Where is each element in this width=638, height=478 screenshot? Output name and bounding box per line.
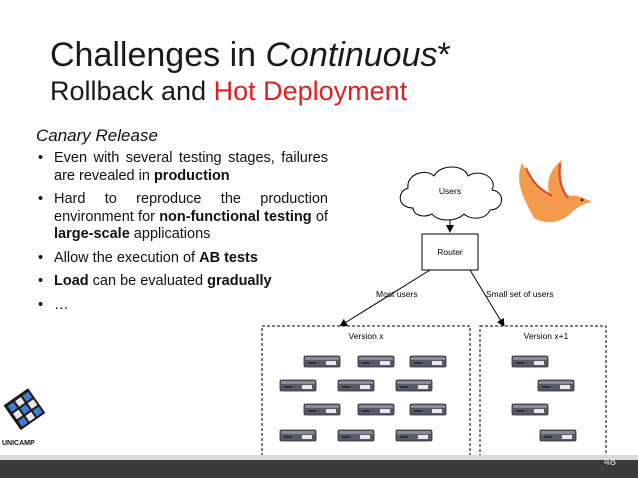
title-italic: Continuous (265, 36, 438, 74)
subtitle-normal: Rollback and (50, 76, 214, 106)
users-cloud: Users (399, 166, 502, 221)
unicamp-logo-text: UNICAMP (2, 440, 35, 447)
version-x-label: Version x (349, 331, 385, 341)
bullet-item: Hard to reproduce the production environ… (38, 191, 328, 244)
arrow-to-version-x (339, 269, 431, 327)
version-x1-label: Version x+1 (524, 331, 569, 341)
unicamp-logo-icon (4, 388, 46, 431)
users-label: Users (439, 186, 461, 196)
bullet-item: … (38, 297, 328, 315)
bullet-bold: Load (54, 273, 89, 289)
bird-logo-icon (519, 160, 592, 223)
section-heading: Canary Release (36, 126, 158, 145)
bullet-item: Even with several testing stages, failur… (38, 150, 328, 185)
bullet-text: Allow the execution of (54, 249, 200, 266)
bullet-text: … (54, 296, 69, 313)
page-number: 48 (603, 456, 616, 468)
title-suffix: * (437, 36, 451, 74)
bullet-item: Allow the execution of AB tests (38, 250, 328, 268)
bullet-item: Load can be evaluated gradually (38, 273, 328, 291)
router-label: Router (437, 247, 463, 257)
bullet-bold: non-functional testing (159, 208, 312, 225)
bullet-bold: gradually (207, 273, 272, 289)
arrow-to-version-x1 (469, 269, 505, 327)
bullet-text: can be evaluated (88, 273, 208, 289)
bullet-text: Hard to reproduce the production environ… (54, 191, 328, 225)
bullet-bold: large-scale (54, 226, 130, 242)
slide-title: Challenges in Continuous* (50, 36, 451, 74)
canary-diagram: Users Router Most users Small set of use… (261, 166, 607, 459)
slide-subtitle: Rollback and Hot Deployment (50, 75, 407, 107)
title-prefix: Challenges in (50, 36, 266, 74)
small-set-label: Small set of users (486, 289, 554, 299)
bullet-list: Even with several testing stages, failur… (38, 150, 328, 320)
bullet-bold: AB tests (199, 249, 258, 266)
footer-divider (0, 455, 638, 460)
bullet-text: Even with several testing stages, failur… (54, 150, 328, 184)
router-box (421, 233, 479, 271)
subtitle-highlight: Hot Deployment (213, 76, 408, 106)
footer-bar (0, 460, 638, 478)
most-users-label: Most users (376, 289, 418, 299)
bullet-text: applications (129, 226, 211, 242)
bullet-bold: production (153, 167, 230, 184)
bullet-text: of (311, 208, 328, 225)
